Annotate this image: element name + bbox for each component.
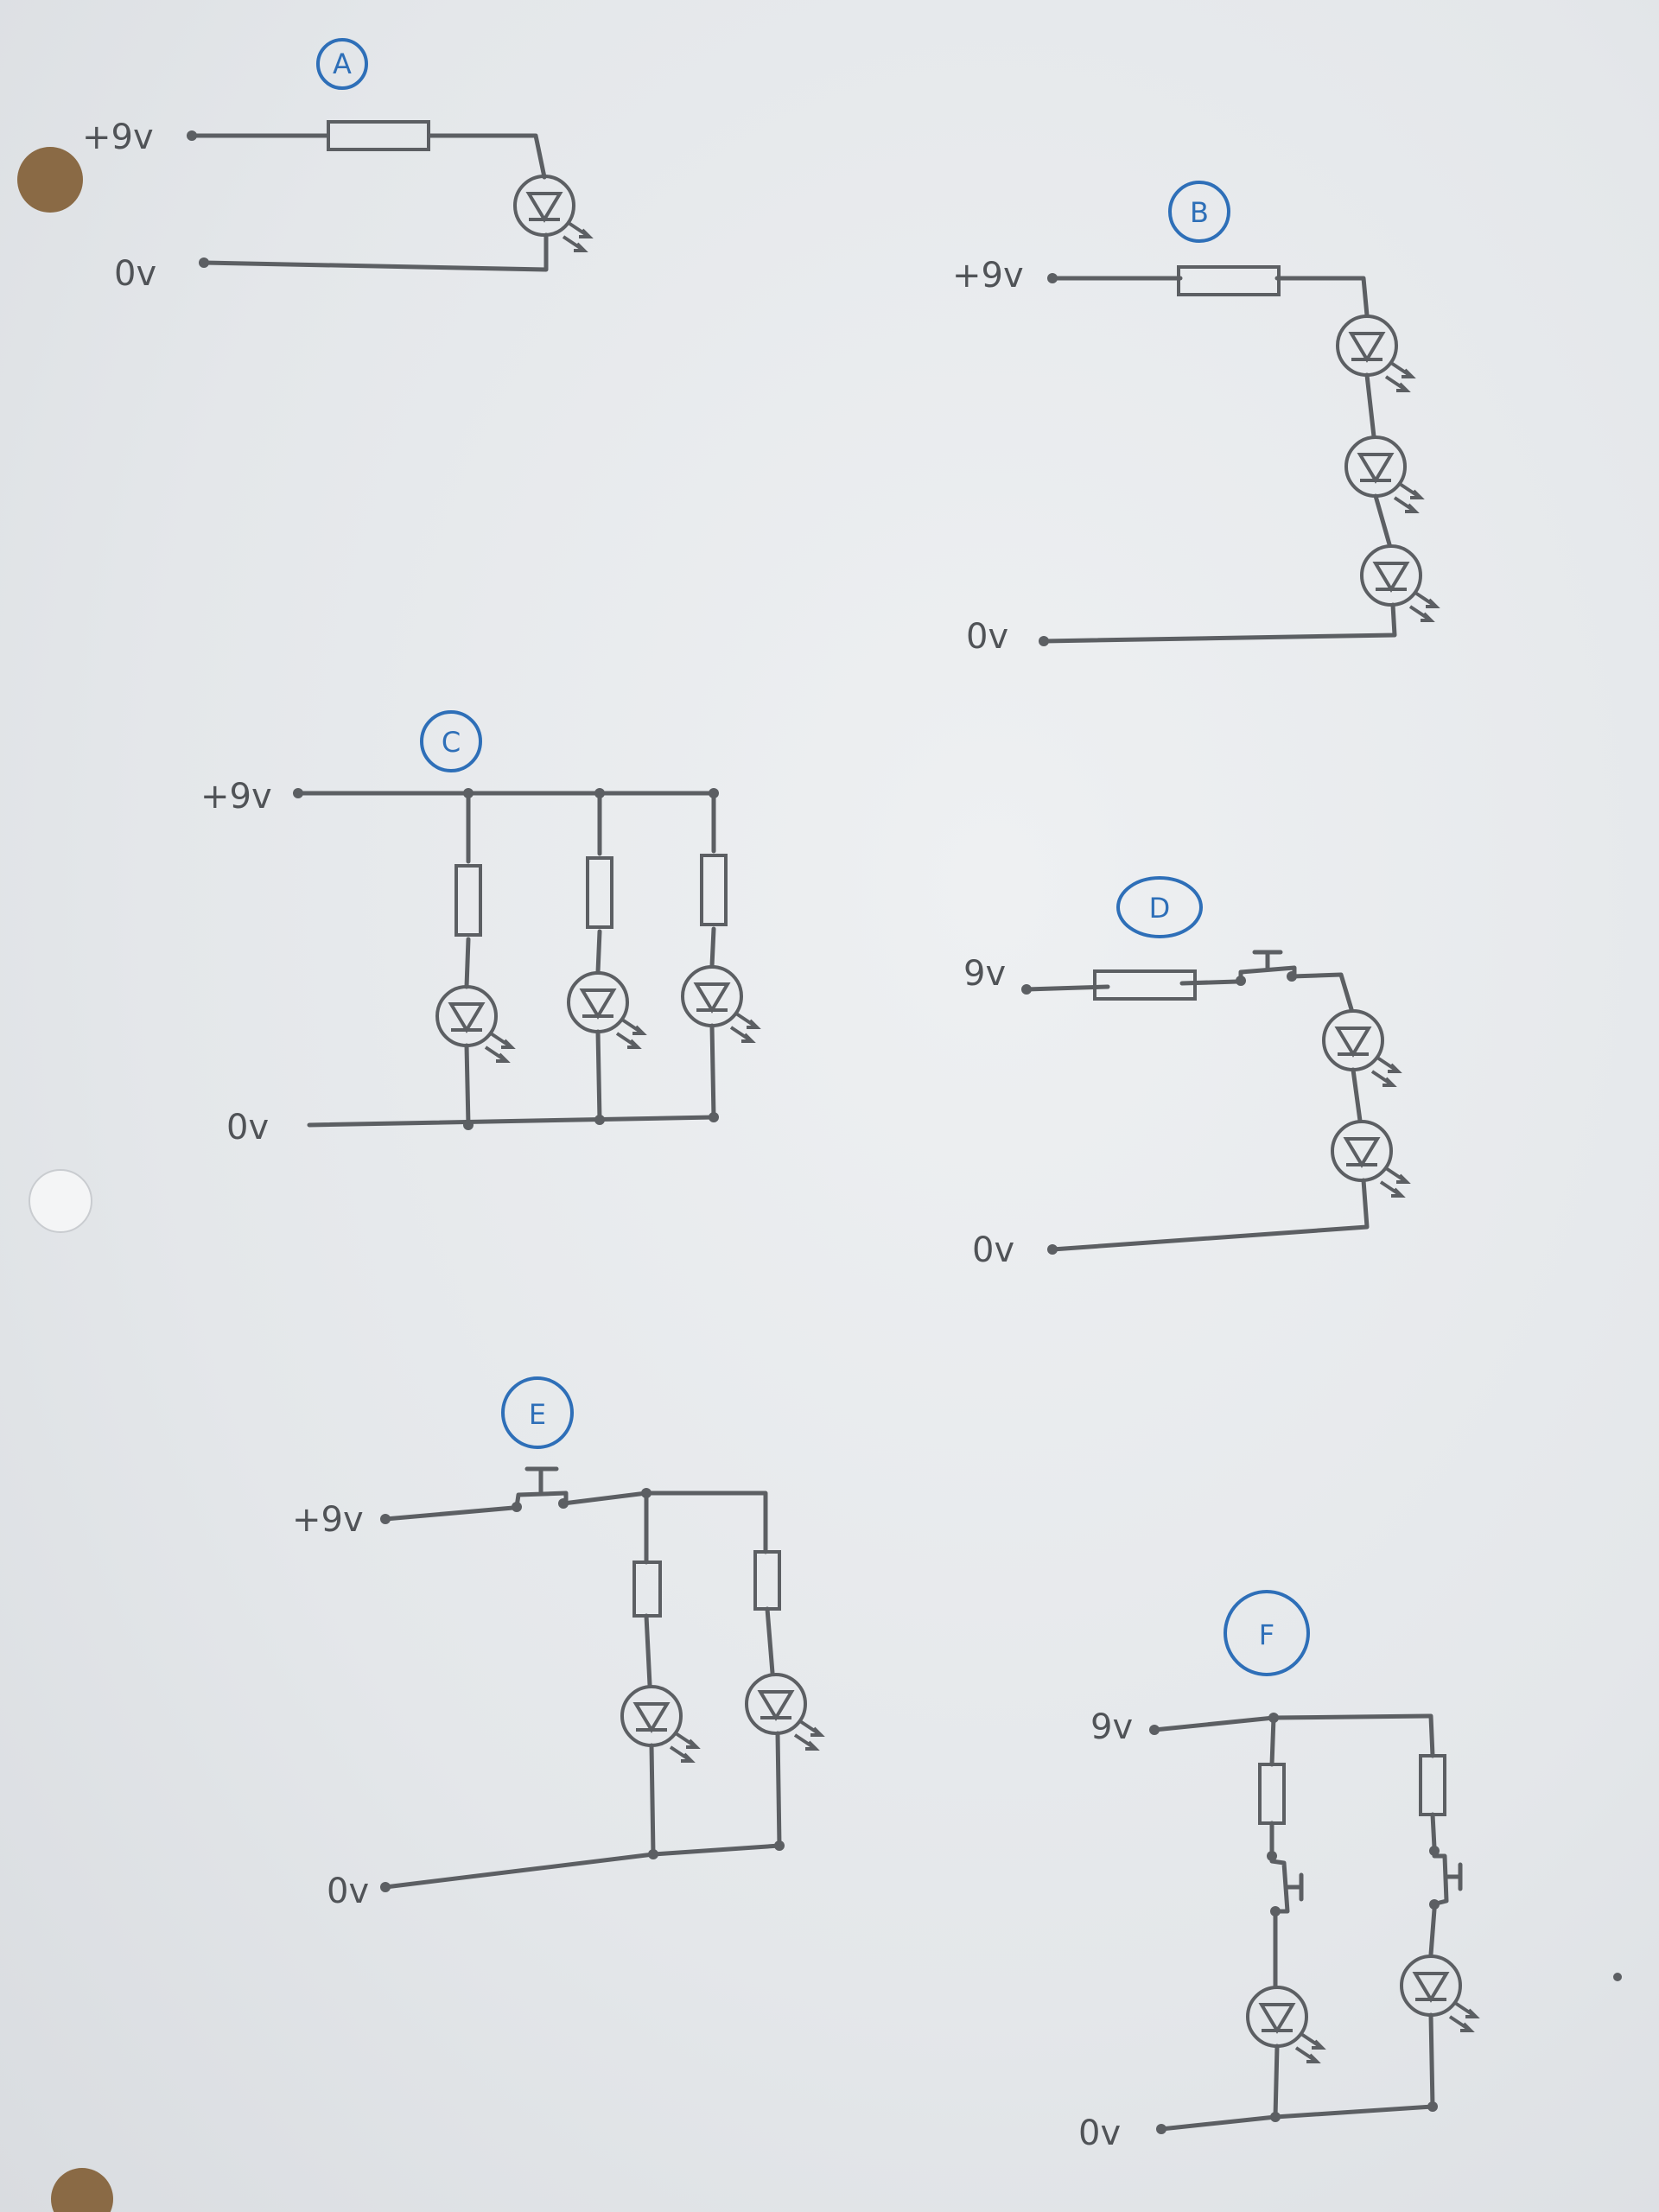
circuit-f-badge: F — [1224, 1590, 1310, 1676]
circuit-c-led-3 — [681, 965, 759, 1043]
stray-mark — [1613, 1973, 1622, 1981]
circuit-f: F 9v 0v — [1078, 1590, 1478, 2153]
circuit-d: D 9v 0v — [963, 876, 1408, 1270]
circuit-b-ground-label: 0v — [966, 617, 1008, 657]
circuit-b-led-1 — [1336, 315, 1414, 392]
circuit-c-led-2 — [567, 971, 645, 1049]
circuit-b-led-2 — [1344, 435, 1422, 513]
circuit-c-resistor-1 — [454, 864, 482, 937]
circuit-c-badge: C — [420, 710, 482, 772]
circuit-c-supply-label: +9v — [200, 777, 272, 817]
circuit-e-led-2 — [745, 1673, 823, 1751]
circuit-f-resistor-2 — [1419, 1754, 1446, 1816]
circuit-c-badge-label: C — [442, 726, 461, 759]
circuit-c-resistor-2 — [586, 856, 613, 929]
circuit-f-switch-1 — [1267, 1851, 1304, 1916]
circuit-d-resistor — [1093, 969, 1197, 1001]
circuit-b: B +9v 0v — [952, 181, 1438, 657]
circuit-a-badge-label: A — [333, 48, 352, 80]
circuit-e-badge: E — [501, 1376, 574, 1449]
circuit-e-badge-label: E — [529, 1398, 546, 1431]
circuit-a: A +9v 0v — [82, 38, 591, 294]
circuit-e: E +9v 0v — [292, 1376, 823, 1911]
circuit-f-resistor-1 — [1258, 1763, 1286, 1825]
circuit-d-led-2 — [1331, 1120, 1408, 1198]
circuit-d-supply-label: 9v — [963, 954, 1006, 994]
punch-hole-top — [17, 147, 83, 213]
circuit-f-led-1 — [1246, 1986, 1324, 2063]
circuit-d-badge: D — [1116, 876, 1203, 938]
circuit-d-switch — [1236, 950, 1297, 986]
circuit-f-switch-2 — [1429, 1846, 1463, 1910]
circuit-f-supply-label: 9v — [1090, 1707, 1133, 1747]
circuit-a-resistor — [327, 120, 430, 151]
circuit-e-ground-label: 0v — [327, 1872, 369, 1911]
circuit-b-badge-label: B — [1190, 196, 1209, 229]
circuit-e-switch — [512, 1466, 569, 1512]
circuit-e-resistor-1 — [632, 1560, 662, 1618]
circuit-f-badge-label: F — [1259, 1618, 1274, 1651]
circuit-b-led-3 — [1360, 544, 1438, 622]
punch-hole-middle — [29, 1169, 92, 1233]
punch-hole-bottom — [51, 2168, 113, 2212]
circuit-b-resistor — [1177, 265, 1281, 296]
circuit-d-led-1 — [1322, 1009, 1400, 1087]
circuit-c-ground-label: 0v — [226, 1108, 269, 1147]
circuit-e-resistor-2 — [753, 1550, 781, 1611]
circuit-c-led-1 — [435, 985, 513, 1063]
circuit-d-badge-label: D — [1149, 892, 1171, 925]
circuit-a-supply-label: +9v — [82, 118, 154, 157]
circuit-b-supply-label: +9v — [952, 256, 1024, 296]
circuit-b-badge: B — [1168, 181, 1230, 243]
circuit-d-ground-label: 0v — [972, 1230, 1014, 1270]
circuit-e-led-1 — [620, 1685, 698, 1763]
circuit-f-led-2 — [1400, 1955, 1478, 2032]
circuit-c: C +9v 0v — [200, 710, 759, 1147]
circuit-f-ground-label: 0v — [1078, 2113, 1121, 2153]
circuit-a-badge: A — [316, 38, 368, 90]
circuit-a-ground-label: 0v — [114, 254, 156, 294]
circuit-e-supply-label: +9v — [292, 1500, 364, 1540]
circuit-a-led — [513, 175, 591, 252]
circuit-c-resistor-3 — [700, 854, 728, 926]
